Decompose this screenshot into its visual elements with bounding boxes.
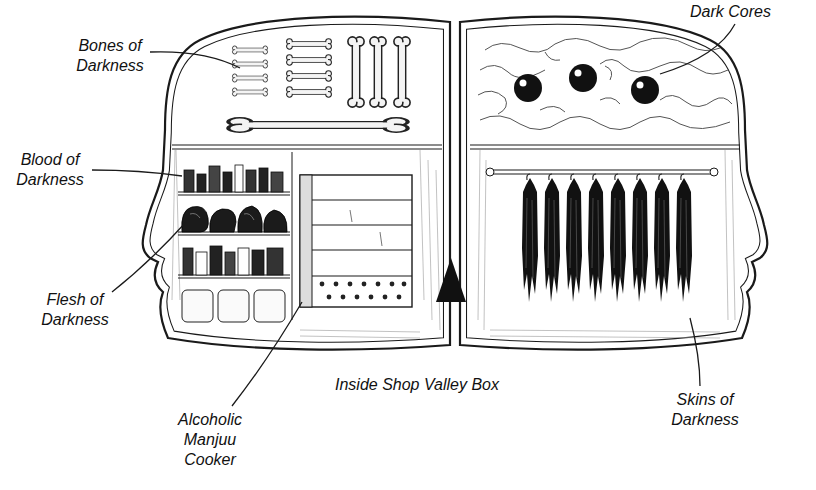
flesh-lumps <box>182 206 287 232</box>
bones-of-darkness <box>228 37 410 132</box>
shelf-divider <box>470 145 740 149</box>
part-label: Alcoholic Manjuu Cooker <box>160 410 260 470</box>
part-label: Dark Cores <box>690 2 771 22</box>
box-outline <box>143 17 768 350</box>
dark-cores <box>514 64 659 104</box>
part-label: Flesh of Darkness <box>25 290 125 330</box>
part-label: Bones of Darkness <box>60 36 160 76</box>
hanging-rod <box>486 168 718 176</box>
leader-lines <box>92 24 735 406</box>
brain-texture <box>478 38 732 130</box>
blood-jars <box>184 165 283 192</box>
part-label: Skins of Darkness <box>655 390 755 430</box>
hatching <box>172 150 735 338</box>
jars <box>183 246 283 275</box>
part-label: Blood of Darkness <box>0 150 100 190</box>
gap-triangle <box>436 258 466 302</box>
skins-of-darkness <box>522 174 692 302</box>
cubes <box>182 290 285 322</box>
caption-text: Inside Shop Valley Box <box>335 375 499 395</box>
manjuu-cooker <box>300 175 412 307</box>
